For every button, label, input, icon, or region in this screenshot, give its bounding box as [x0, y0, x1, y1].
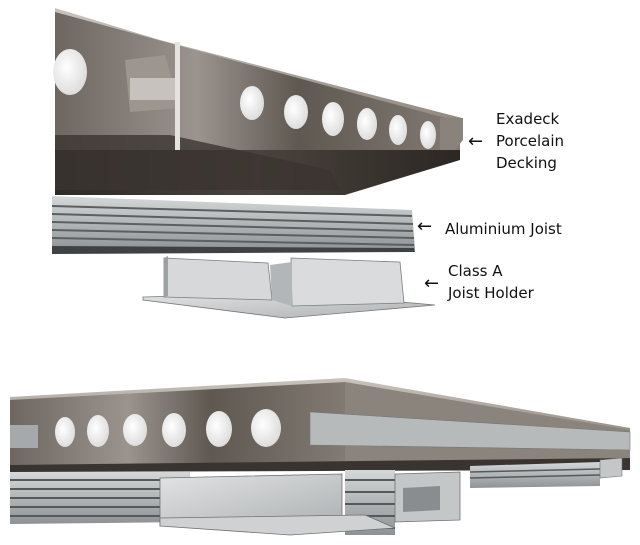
joist-label: Aluminium Joist [445, 220, 562, 238]
decking-arrow-icon: ← [468, 131, 484, 152]
aluminium-joist-top [51, 196, 415, 254]
class-a-joist-holder-top [142, 256, 436, 319]
holder-label-line2: Joist Holder [448, 284, 534, 302]
decking-label-line2: Porcelain [496, 132, 565, 150]
assembled-aluminium-joist [10, 462, 601, 535]
holder-label-line1: Class A [448, 262, 503, 280]
holder-label: Class A Joist Holder [448, 260, 534, 304]
decking-label-line3: Decking [496, 154, 557, 172]
assembled-joist-holder [159, 457, 623, 536]
joist-arrow-icon: ← [417, 216, 433, 237]
porcelain-deck-board-top [53, 8, 463, 195]
assembled-deck-board [10, 378, 631, 472]
decking-label: Exadeck Porcelain Decking [496, 108, 564, 174]
holder-arrow-icon: ← [424, 273, 440, 294]
decking-label-line1: Exadeck [496, 110, 560, 128]
